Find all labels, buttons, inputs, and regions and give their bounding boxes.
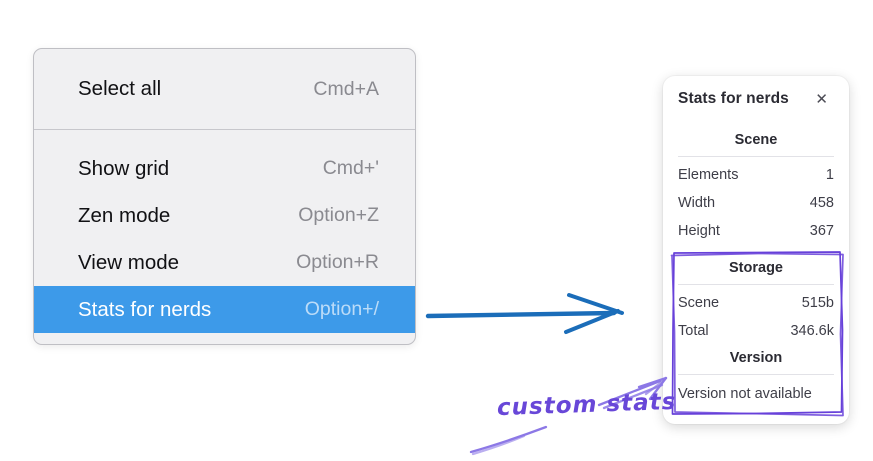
- stat-value: 1: [825, 166, 834, 183]
- menu-item-show-grid[interactable]: Show grid Cmd+': [34, 145, 415, 192]
- menu-item-shortcut: Option+/: [304, 298, 379, 320]
- section-divider: [678, 374, 834, 375]
- menu-item-view-mode[interactable]: View mode Option+R: [34, 239, 415, 286]
- stat-row-width: Width 458: [678, 189, 834, 217]
- menu-item-label: View mode: [78, 250, 180, 274]
- stat-label: Scene: [678, 294, 720, 311]
- stats-section-scene: Scene Elements 1 Width 458 Height 367: [678, 131, 834, 245]
- section-heading: Scene: [734, 132, 778, 148]
- context-menu: Select all Cmd+A Show grid Cmd+' Zen mod…: [33, 48, 416, 345]
- section-heading: Storage: [729, 260, 783, 276]
- menu-item-shortcut: Option+R: [296, 251, 379, 273]
- section-divider: [678, 284, 834, 285]
- stats-panel-title: Stats for nerds: [678, 90, 789, 107]
- section-divider: [678, 156, 834, 157]
- menu-item-label: Select all: [78, 77, 162, 100]
- stats-panel-header: Stats for nerds ✕: [678, 89, 834, 109]
- stat-label: Height: [678, 222, 720, 239]
- menu-item-label: Show grid: [78, 156, 170, 180]
- stat-row-height: Height 367: [678, 217, 834, 245]
- menu-divider: [34, 129, 415, 130]
- menu-item-label: Stats for nerds: [78, 297, 212, 321]
- section-heading: Version: [729, 350, 783, 366]
- stat-row-scene-size: Scene 515b: [678, 289, 834, 317]
- stat-row-elements: Elements 1: [678, 161, 834, 189]
- menu-item-select-all[interactable]: Select all Cmd+A: [34, 65, 415, 113]
- menu-item-stats-for-nerds[interactable]: Stats for nerds Option+/: [34, 286, 415, 333]
- stat-label: Width: [678, 194, 716, 211]
- annotation-line: [469, 425, 548, 456]
- stats-panel: Stats for nerds ✕ Scene Elements 1 Width…: [663, 76, 849, 424]
- version-note: Version not available: [678, 386, 812, 402]
- close-button[interactable]: ✕: [813, 90, 830, 109]
- stats-section-version: Version Version not available: [678, 349, 834, 410]
- stat-value: 346.6k: [790, 322, 834, 339]
- stat-label: Total: [678, 322, 709, 339]
- annotation-custom-stats: custom stats: [496, 388, 677, 422]
- menu-item-shortcut: Option+Z: [298, 204, 379, 226]
- menu-item-label: Zen mode: [78, 203, 171, 227]
- stat-label: Elements: [678, 166, 739, 183]
- stat-value: 458: [809, 194, 834, 211]
- close-icon: ✕: [815, 90, 828, 108]
- menu-item-zen-mode[interactable]: Zen mode Option+Z: [34, 192, 415, 239]
- stat-row-total-size: Total 346.6k: [678, 317, 834, 345]
- stat-value: 367: [809, 222, 834, 239]
- blue-arrow: [425, 293, 624, 334]
- stat-value: 515b: [801, 294, 834, 311]
- menu-item-shortcut: Cmd+A: [313, 77, 379, 100]
- menu-item-shortcut: Cmd+': [322, 157, 379, 179]
- stats-section-storage: Storage Scene 515b Total 346.6k: [678, 259, 834, 345]
